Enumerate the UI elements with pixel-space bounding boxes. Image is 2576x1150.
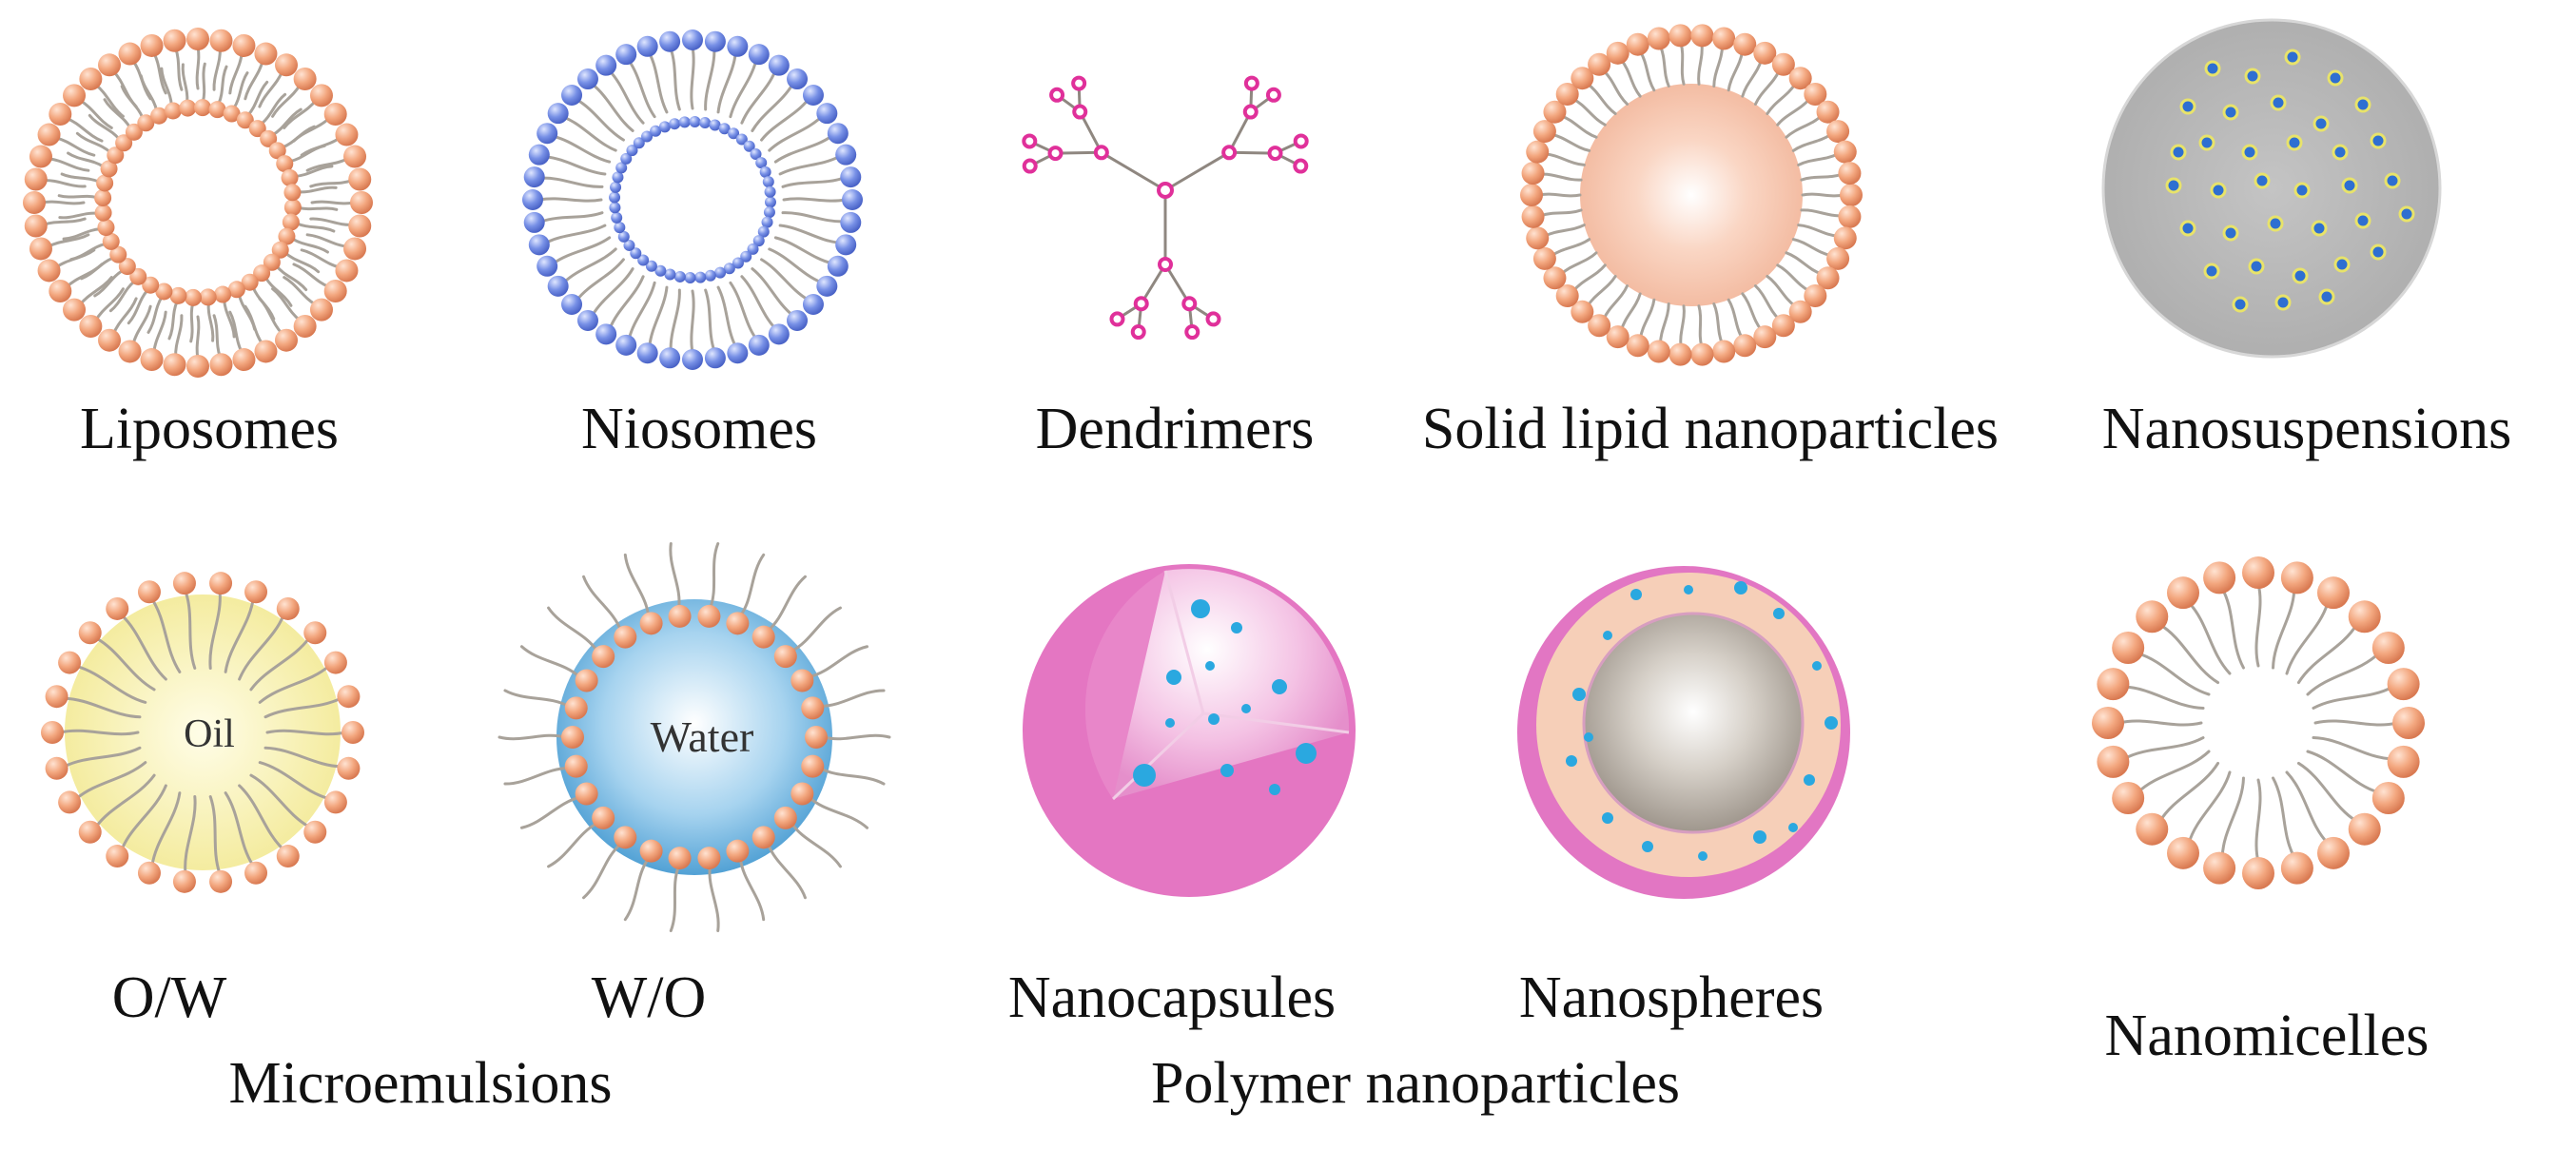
nanocapsule-illustration xyxy=(1023,564,1356,897)
liposomes-label: Liposomes xyxy=(79,397,340,461)
nanomicelles-label: Nanomicelles xyxy=(2104,1004,2430,1068)
water-core-label: Water xyxy=(651,712,754,761)
nanosuspension-illustration xyxy=(2101,18,2442,359)
nanomicelle-illustration xyxy=(2092,556,2425,889)
dendrimers-label: Dendrimers xyxy=(1035,397,1315,461)
solid-lipid-nanoparticles-label: Solid lipid nanoparticles xyxy=(1421,397,2000,461)
nanospheres-label: Nanospheres xyxy=(1518,965,1825,1030)
ow-label: O/W xyxy=(111,965,227,1030)
microemulsions-label: Microemulsions xyxy=(228,1051,613,1116)
oil-core-label: Oil xyxy=(184,712,235,756)
nanosphere-illustration xyxy=(1517,566,1850,899)
polymer-nanoparticles-label: Polymer nanoparticles xyxy=(1150,1051,1681,1116)
water-in-oil-microemulsion-illustration xyxy=(498,541,891,933)
niosomes-label: Niosomes xyxy=(581,397,817,461)
niosome-illustration xyxy=(522,29,863,370)
liposome-illustration xyxy=(23,28,373,378)
oil-in-water-microemulsion-illustration xyxy=(41,572,364,893)
solid-lipid-nanoparticle-illustration xyxy=(1520,24,1863,366)
dendrimer-illustration xyxy=(1022,75,1309,341)
nanosuspensions-label: Nanosuspensions xyxy=(2101,397,2512,461)
nanocapsules-label: Nanocapsules xyxy=(1007,965,1337,1030)
wo-label: W/O xyxy=(591,965,707,1030)
